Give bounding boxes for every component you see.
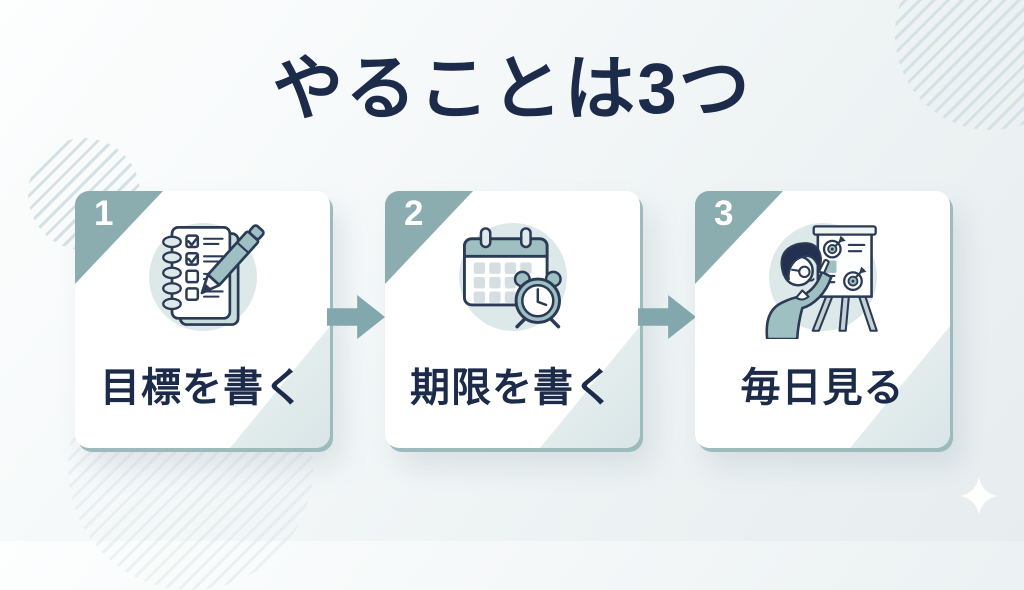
flow-arrow-icon xyxy=(327,295,385,339)
presenter-board-icon xyxy=(764,225,878,339)
step-number: 3 xyxy=(714,194,734,233)
page-title: やることは3つ xyxy=(272,50,752,129)
step-label: 毎日見る xyxy=(740,366,905,410)
step-card-1: 1 xyxy=(75,191,330,448)
flow-arrow-icon xyxy=(638,295,696,339)
step-number: 2 xyxy=(404,194,424,233)
notebook-checklist-icon xyxy=(161,224,265,326)
step-label: 期限を書く xyxy=(410,366,615,410)
step-card-3: 3 xyxy=(695,191,950,448)
step-card-2: 2 期限を書く xyxy=(385,191,640,448)
calendar-clock-icon xyxy=(462,227,562,329)
step-number: 1 xyxy=(94,194,114,233)
step-label: 目標を書く xyxy=(100,366,305,410)
sparkle-icon xyxy=(960,477,998,515)
